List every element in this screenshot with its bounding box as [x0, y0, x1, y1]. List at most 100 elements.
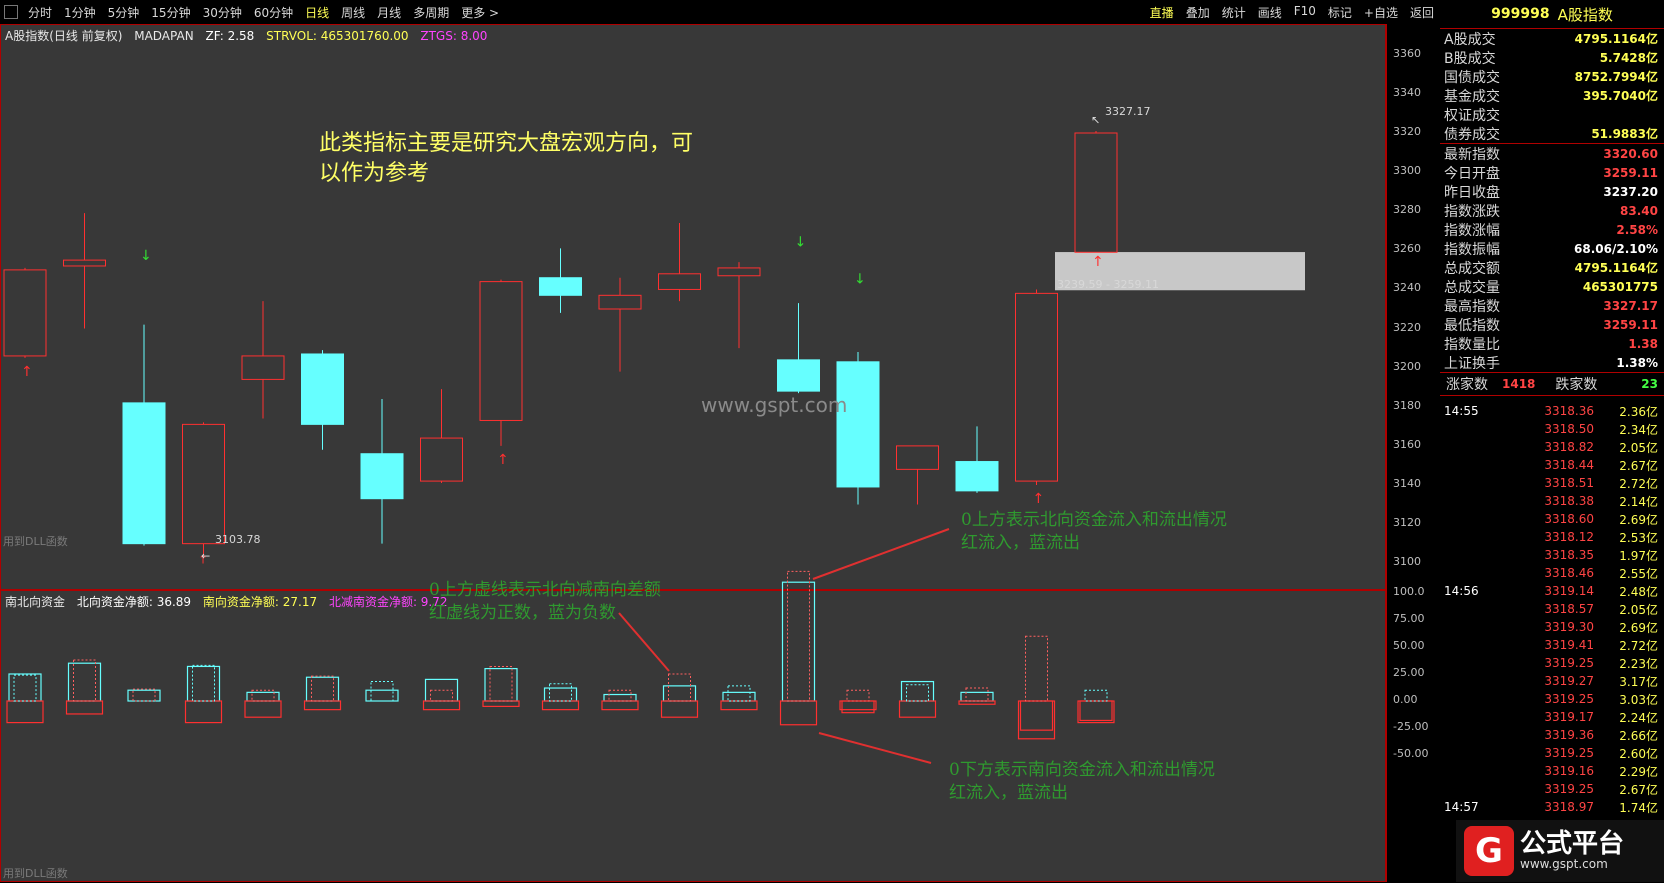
- toolbar-action[interactable]: 统计: [1221, 5, 1246, 20]
- buy-arrow-icon: ↑: [21, 364, 33, 380]
- stat-label: 国债成交: [1444, 69, 1500, 86]
- price-tick: 3180: [1393, 398, 1421, 412]
- toolbar-action[interactable]: 画线: [1257, 5, 1282, 20]
- price-tick: 3280: [1393, 203, 1421, 217]
- tick-price: 3318.51: [1544, 476, 1594, 490]
- tick-price: 3319.36: [1544, 728, 1594, 742]
- stat-label: 指数振幅: [1444, 241, 1500, 258]
- index-name: A股指数(日线 前复权): [5, 29, 123, 43]
- period-tab[interactable]: 60分钟: [253, 5, 294, 20]
- stat-value: 1.38%: [1616, 355, 1658, 370]
- stat-label: 最新指数: [1444, 146, 1500, 163]
- down-count-label: 跌家数: [1555, 377, 1598, 393]
- toolbar-action[interactable]: 标记: [1327, 5, 1352, 20]
- diff-flow-bar: [906, 684, 929, 702]
- candle-body: [1074, 132, 1118, 253]
- annotation-arrow: [818, 732, 932, 764]
- diff-flow-bar: [489, 665, 513, 702]
- tick-volume: 2.23亿: [1619, 656, 1658, 671]
- north-flow-bar: [1019, 700, 1054, 731]
- candle-body: [63, 259, 106, 267]
- tick-volume: 1.97亿: [1619, 548, 1658, 563]
- south-flow-bar: [839, 700, 877, 711]
- tick-volume: 2.53亿: [1619, 530, 1658, 545]
- tick-volume: 2.72亿: [1619, 638, 1658, 653]
- main-info-line: A股指数(日线 前复权) MADAPAN ZF: 2.58 STRVOL: 46…: [5, 27, 495, 44]
- south-flow-bar: [65, 700, 104, 715]
- period-tab[interactable]: 5分钟: [107, 5, 140, 20]
- stat-value: 68.06/2.10%: [1574, 241, 1658, 256]
- period-tab[interactable]: 1分钟: [64, 5, 96, 20]
- toolbar-action[interactable]: F10: [1293, 3, 1316, 18]
- period-toolbar: 分时 1分钟 5分钟 15分钟 30分钟 60分钟日线周线月线多周期更多 > 直播叠加统计…: [0, 0, 1440, 25]
- toolbar-action[interactable]: 返回: [1409, 5, 1434, 20]
- stat-label: 指数量比: [1444, 336, 1500, 353]
- annotation-upper: 0上方表示北向资金流入和流出情况 红流入，蓝流出: [961, 510, 1227, 553]
- diff-flow-bar: [1084, 689, 1108, 702]
- buy-arrow-icon: ↑: [1092, 254, 1104, 270]
- low-marker-icon: ←: [201, 549, 210, 562]
- north-flow-bar: [841, 700, 875, 714]
- tick-time: 14:56: [1444, 584, 1479, 598]
- toolbar-action[interactable]: +自选: [1363, 5, 1398, 20]
- diff-flow-bar: [965, 687, 989, 702]
- period-tab[interactable]: 多周期: [413, 5, 450, 20]
- diff-flow-bar: [13, 674, 37, 702]
- period-tab[interactable]: 30分钟: [202, 5, 242, 20]
- stat-label: 总成交量: [1444, 279, 1500, 296]
- price-tick: 3320: [1393, 125, 1421, 138]
- candle-body: [182, 423, 225, 545]
- tick-price: 3319.14: [1544, 584, 1594, 598]
- tick-price: 3318.46: [1544, 566, 1594, 580]
- tick-time: 14:57: [1444, 800, 1479, 814]
- stat-value: 395.7040亿: [1582, 89, 1658, 103]
- annotation-arrow: [618, 612, 670, 672]
- period-tab[interactable]: 日线: [305, 5, 330, 20]
- main-chart-panel[interactable]: A股指数(日线 前复权) MADAPAN ZF: 2.58 STRVOL: 46…: [0, 24, 1386, 590]
- flow-indicator-panel[interactable]: 南北向资金 北向资金净额: 36.89 南向资金净额: 27.17 北减南资金净…: [0, 510, 1386, 882]
- period-tab[interactable]: 更多 >: [461, 5, 500, 20]
- period-tab[interactable]: 月线: [377, 5, 402, 20]
- zf-value: ZF: 2.58: [205, 29, 255, 43]
- tick-volume: 3.17亿: [1619, 674, 1658, 689]
- tick-price: 3319.17: [1544, 710, 1594, 724]
- indicator-name[interactable]: MADAPAN: [134, 29, 194, 43]
- south-flow-bar: [601, 700, 639, 711]
- tick-price: 3319.25: [1544, 746, 1594, 760]
- flow-tick: 50.00: [1393, 639, 1425, 652]
- stat-value: 3259.11: [1603, 317, 1658, 332]
- stat-value: 4795.1164亿: [1574, 261, 1658, 275]
- north-value: 北向资金净额: 36.89: [76, 595, 192, 609]
- flow-indicator-name[interactable]: 南北向资金: [5, 595, 66, 609]
- tick-price: 3318.50: [1544, 422, 1594, 436]
- toolbar-action[interactable]: 叠加: [1185, 5, 1210, 20]
- period-tab[interactable]: 分时: [28, 5, 53, 20]
- period-tab[interactable]: 周线: [341, 5, 366, 20]
- stat-label: 债券成交: [1444, 126, 1500, 143]
- toolbar-action[interactable]: 直播: [1149, 5, 1174, 20]
- menu-icon[interactable]: [4, 5, 18, 19]
- price-tick: 3360: [1393, 46, 1421, 60]
- candle-body: [360, 453, 404, 500]
- tick-time: 14:55: [1444, 404, 1479, 418]
- period-tab[interactable]: 15分钟: [151, 5, 191, 20]
- south-flow-bar: [1017, 700, 1056, 740]
- range-label: 3239.59 - 3259.11: [1057, 278, 1159, 291]
- toolbar-actions: 直播叠加统计画线 F10 标记 +自选返回: [1144, 4, 1440, 21]
- index-title-name: A股指数: [1557, 5, 1613, 24]
